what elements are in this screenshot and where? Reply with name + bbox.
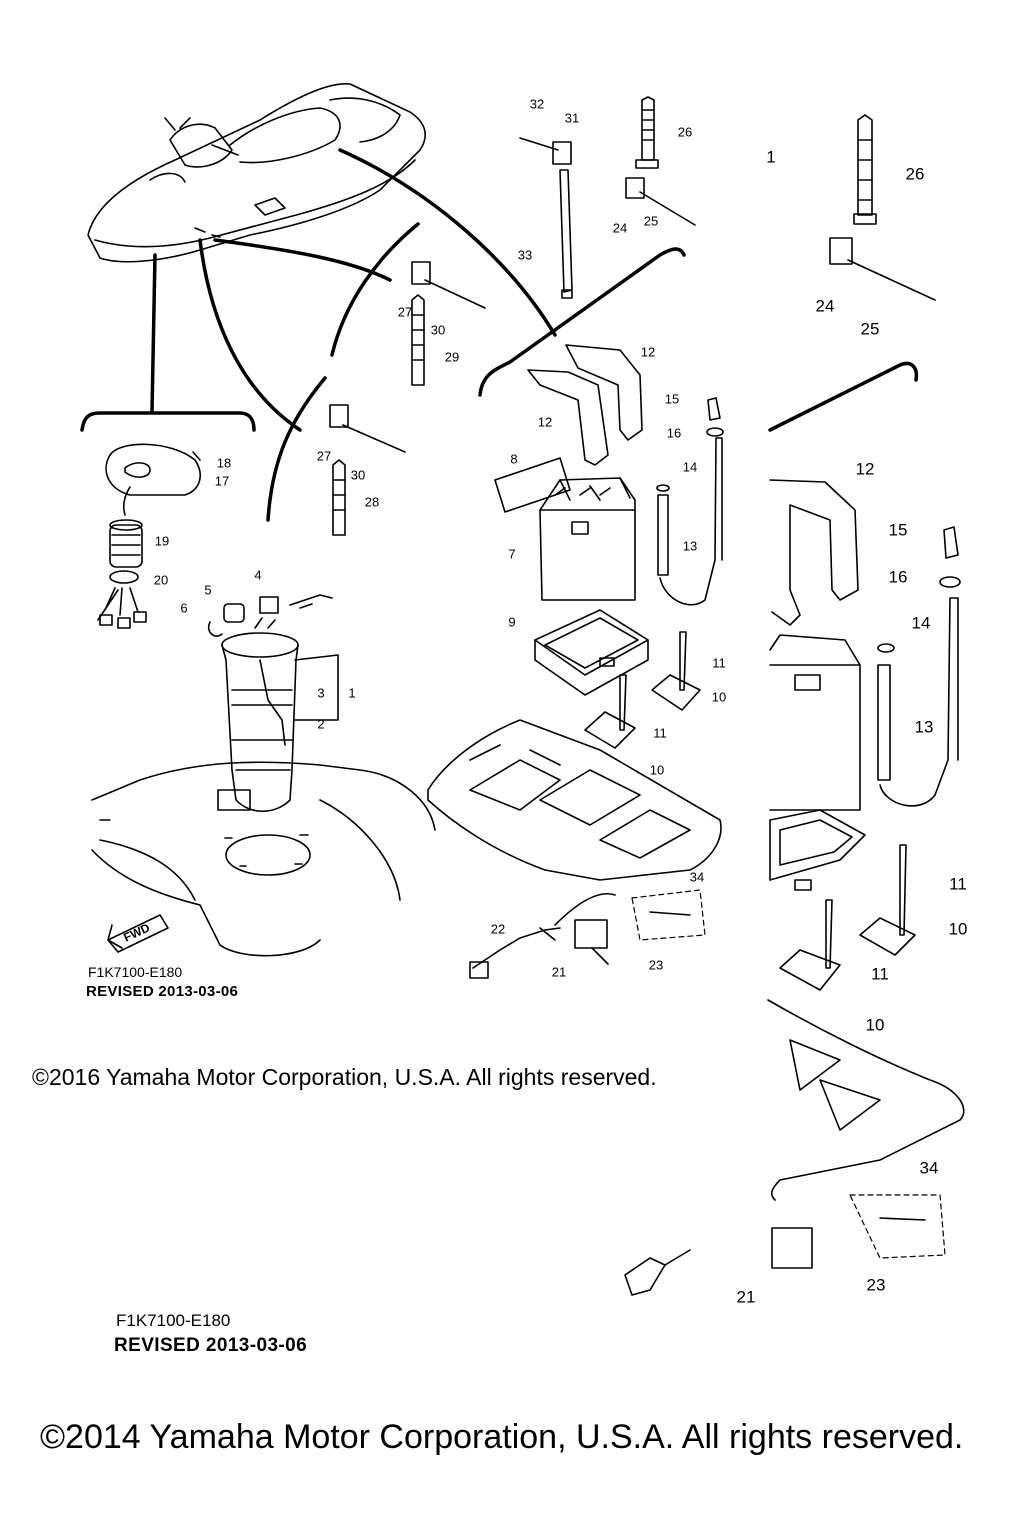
right-callout-10: 10 bbox=[866, 1015, 885, 1034]
left-callout-12: 12 bbox=[641, 344, 655, 359]
left-callout-22: 22 bbox=[491, 921, 505, 936]
left-callout-3: 3 bbox=[317, 685, 324, 700]
left-callout-30: 30 bbox=[351, 467, 365, 482]
right-callout-11: 11 bbox=[871, 964, 889, 983]
left-callout-15: 15 bbox=[665, 391, 679, 406]
left-callout-21: 21 bbox=[552, 964, 566, 979]
right-callout-14: 14 bbox=[912, 613, 931, 632]
right-callout-13: 13 bbox=[915, 717, 934, 736]
left-callout-27: 27 bbox=[398, 304, 412, 319]
right-callout-10: 10 bbox=[949, 919, 968, 938]
left-callout-27: 27 bbox=[317, 448, 331, 463]
left-callout-14: 14 bbox=[683, 459, 697, 474]
right-callout-11: 11 bbox=[949, 874, 967, 893]
diagram-code-right: F1K7100-E180 bbox=[116, 1311, 231, 1330]
right-callout-34: 34 bbox=[920, 1158, 939, 1177]
left-callout-17: 17 bbox=[215, 473, 229, 488]
left-callout-34: 34 bbox=[690, 869, 704, 884]
left-callout-10: 10 bbox=[650, 762, 664, 777]
copyright-notice-small: ©2016 Yamaha Motor Corporation, U.S.A. A… bbox=[32, 1064, 657, 1090]
right-callout-16: 16 bbox=[889, 567, 908, 586]
left-callout-23: 23 bbox=[649, 957, 663, 972]
left-callout-13: 13 bbox=[683, 538, 697, 553]
left-callout-30: 30 bbox=[431, 322, 445, 337]
left-callout-26: 26 bbox=[678, 124, 692, 139]
right-callout-24: 24 bbox=[816, 296, 835, 315]
left-callout-12: 12 bbox=[538, 414, 552, 429]
right-callout-26: 26 bbox=[906, 164, 925, 183]
right-callout-25: 25 bbox=[861, 319, 880, 338]
left-callout-25: 25 bbox=[644, 213, 658, 228]
left-callout-6: 6 bbox=[180, 600, 187, 615]
left-callout-7: 7 bbox=[508, 546, 515, 561]
right-callout-12: 12 bbox=[856, 459, 875, 478]
left-callout-33: 33 bbox=[518, 247, 532, 262]
diagram-code-left: F1K7100-E180 bbox=[88, 964, 183, 980]
right-callout-23: 23 bbox=[867, 1275, 886, 1294]
left-callout-24: 24 bbox=[613, 220, 627, 235]
left-callout-18: 18 bbox=[217, 455, 231, 470]
right-callout-21: 21 bbox=[737, 1287, 756, 1306]
left-callout-29: 29 bbox=[445, 349, 459, 364]
copyright-notice-large: ©2014 Yamaha Motor Corporation, U.S.A. A… bbox=[40, 1418, 964, 1456]
left-callout-9: 9 bbox=[508, 614, 515, 629]
left-callout-20: 20 bbox=[154, 572, 168, 587]
left-callout-8: 8 bbox=[510, 451, 517, 466]
left-callout-16: 16 bbox=[667, 425, 681, 440]
right-callout-15: 15 bbox=[889, 520, 908, 539]
left-callout-1: 1 bbox=[348, 685, 355, 700]
revised-date-left: REVISED 2013-03-06 bbox=[86, 983, 239, 1000]
left-callout-4: 4 bbox=[254, 567, 261, 582]
right-callout-labels: 1 26 24 25 12 15 16 14 13 11 10 11 10 34 21 23 bbox=[737, 147, 968, 1306]
left-callout-19: 19 bbox=[155, 533, 169, 548]
left-callout-11: 11 bbox=[653, 725, 667, 740]
left-callout-31: 31 bbox=[565, 110, 579, 125]
left-callout-32: 32 bbox=[530, 96, 544, 111]
right-callout-1: 1 bbox=[766, 147, 775, 166]
fwd-label: FWD bbox=[121, 920, 152, 944]
revised-date-right: REVISED 2013-03-06 bbox=[114, 1335, 308, 1356]
left-callout-11: 11 bbox=[712, 655, 726, 670]
left-callout-10: 10 bbox=[712, 689, 726, 704]
jet-ski-illustration bbox=[87, 83, 426, 263]
left-callout-5: 5 bbox=[204, 582, 211, 597]
left-callout-28: 28 bbox=[365, 494, 379, 509]
left-callout-2: 2 bbox=[317, 716, 324, 731]
